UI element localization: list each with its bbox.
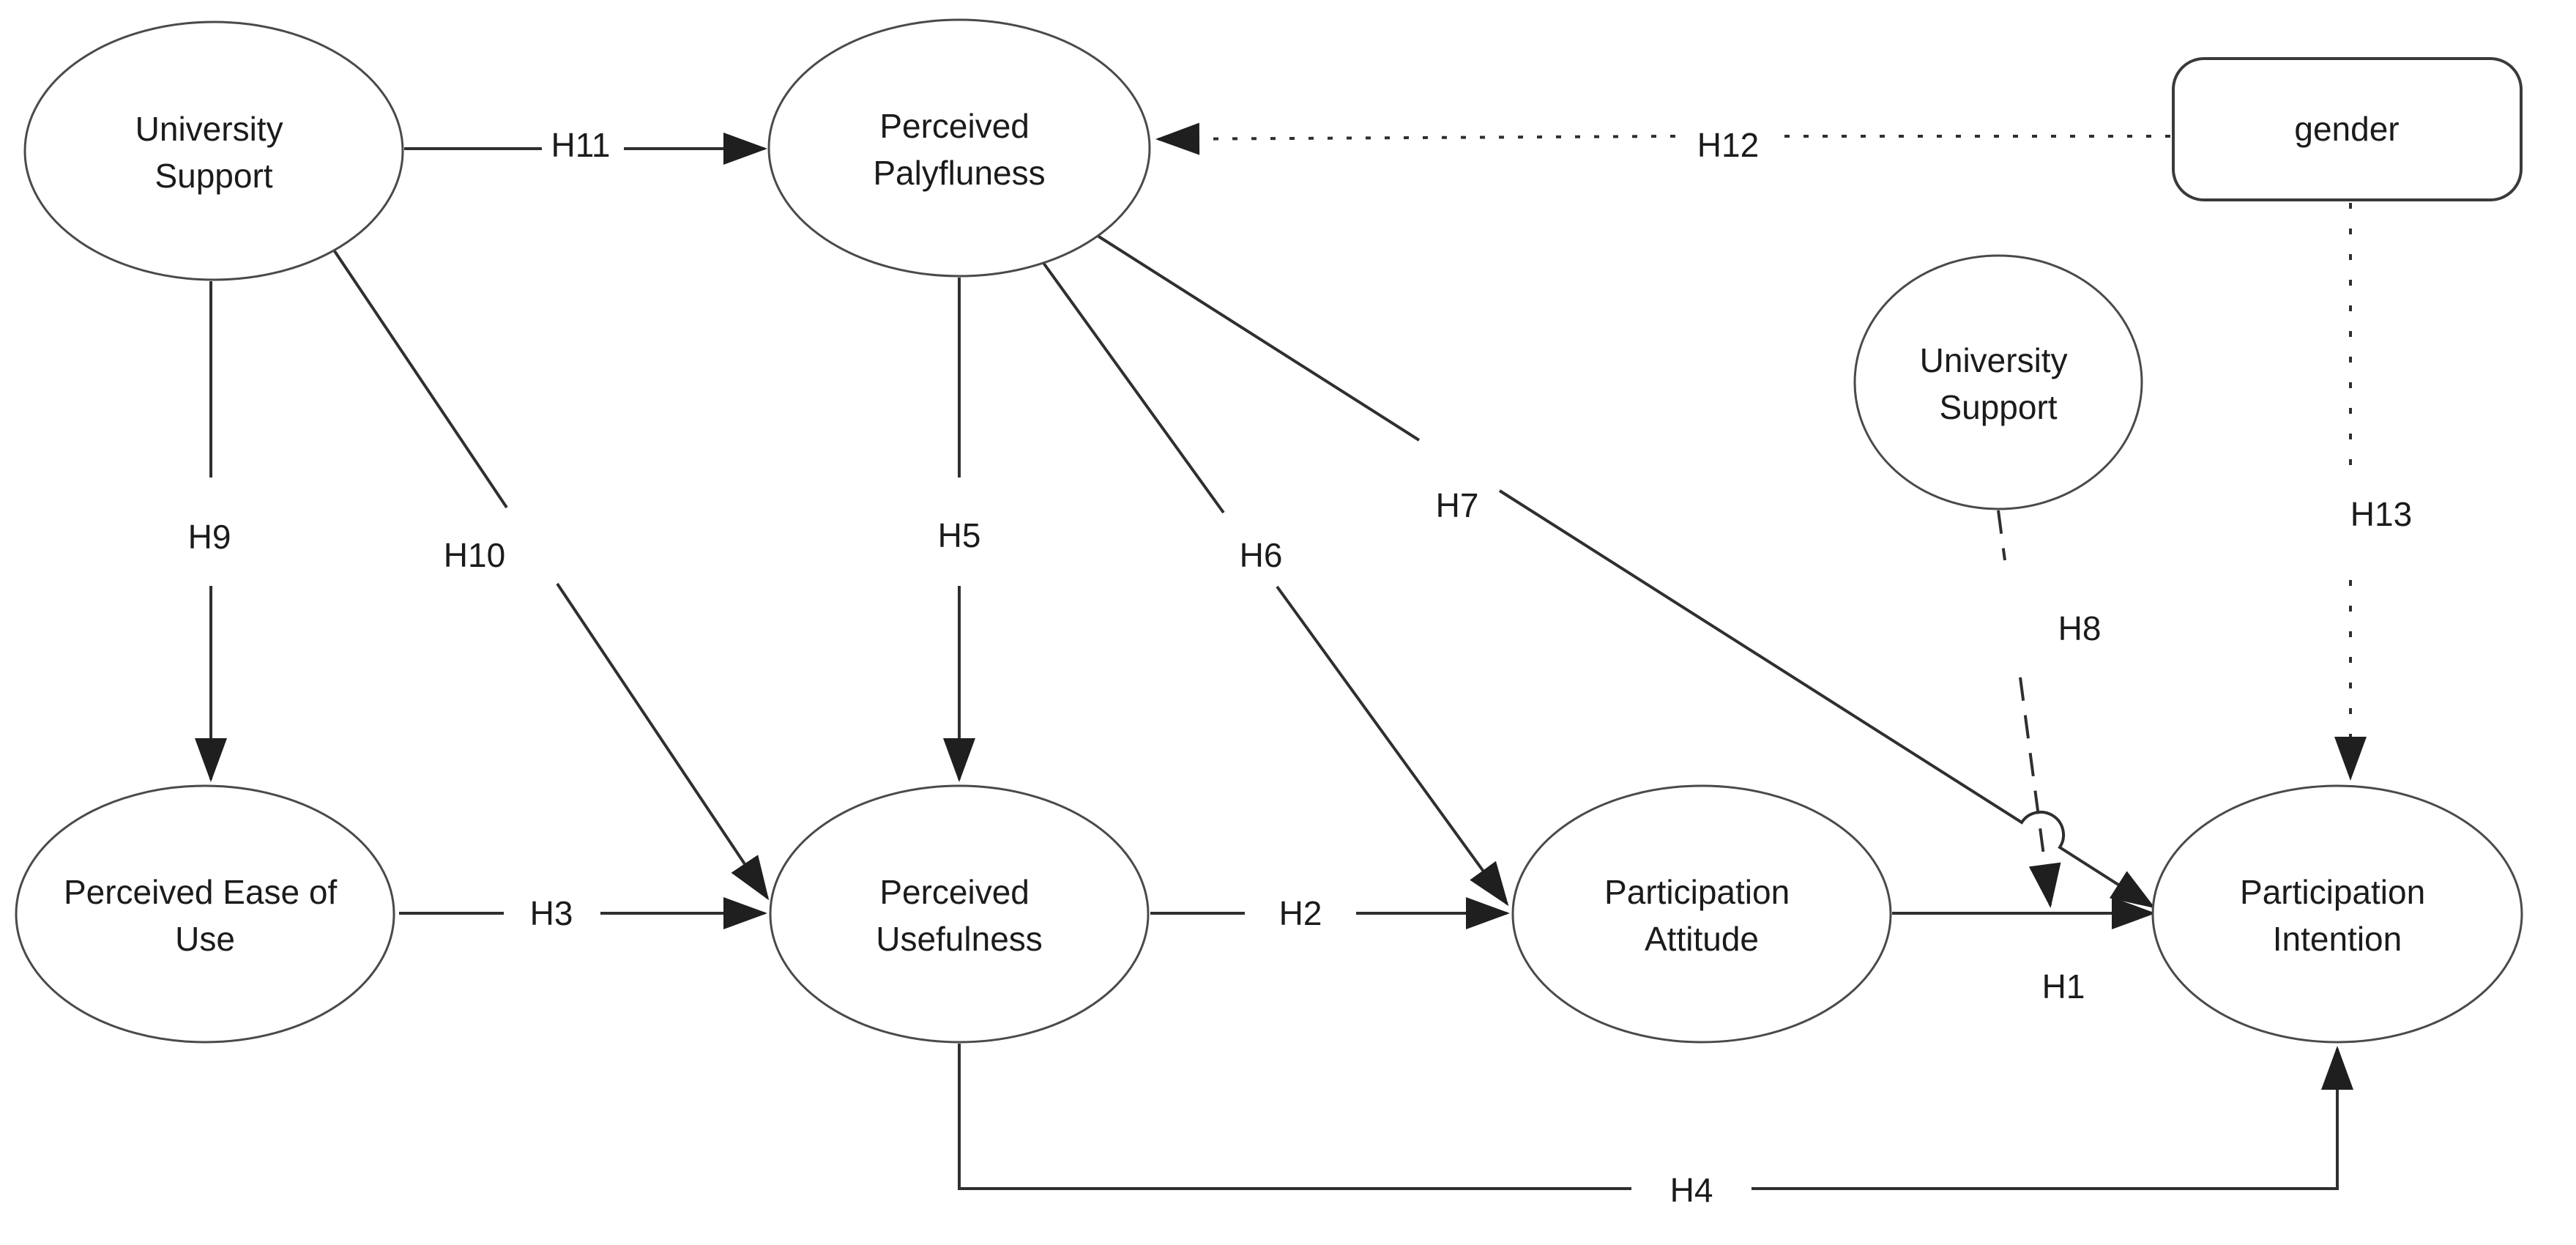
- edge-h7-label: H7: [1436, 486, 1479, 524]
- perceived-usefulness-label-line2: Usefulness: [876, 920, 1043, 958]
- perceived-ease-of-use-label-line1: Perceived Ease of: [64, 873, 338, 911]
- edge-h10-line: [556, 582, 770, 901]
- participation-attitude-ellipse: [1511, 784, 1892, 1044]
- svg-text:Perceived Usefulness: Perceived Usefulness: [876, 873, 1043, 958]
- edge-h10-line: [332, 248, 508, 509]
- edge-h1: H1: [1892, 897, 2156, 1006]
- edge-h4-line: [958, 1044, 1631, 1190]
- edge-h9-label: H9: [188, 518, 231, 556]
- edge-h2: H2: [1150, 894, 1510, 932]
- svg-text:gender: gender: [2294, 110, 2399, 148]
- node-university-support-left: University Support: [23, 21, 404, 281]
- node-perceived-ease-of-use: Perceived Ease of Use: [15, 784, 395, 1044]
- svg-text:Participation Attitude: Participation Attitude: [1604, 873, 1799, 958]
- edge-h5-label: H5: [938, 516, 981, 554]
- edge-h4-line: [1752, 1046, 2353, 1190]
- node-participation-attitude: Participation Attitude: [1511, 784, 1892, 1044]
- edge-h8-label: H8: [2058, 609, 2102, 647]
- edge-h9: H9: [188, 281, 231, 782]
- edge-h3: H3: [399, 894, 767, 932]
- participation-intention-ellipse: [2151, 784, 2523, 1044]
- university-support-right-ellipse: [1853, 254, 2143, 510]
- participation-attitude-label-line1: Participation: [1604, 873, 1790, 911]
- edge-h8-line: [2019, 677, 2061, 908]
- perceived-ease-of-use-ellipse: [15, 784, 395, 1044]
- edge-h1-label: H1: [2042, 967, 2085, 1006]
- edge-h12-label: H12: [1697, 126, 1759, 164]
- svg-text:Perceived Palyfluness: Perceived Palyfluness: [873, 107, 1045, 192]
- edge-h2-label: H2: [1279, 894, 1322, 932]
- svg-text:University Support: University Support: [135, 110, 293, 195]
- edge-h6: H6: [1042, 261, 1509, 907]
- participation-intention-label-line2: Intention: [2273, 920, 2402, 958]
- participation-attitude-label-line2: Attitude: [1645, 920, 1759, 958]
- edge-h10-label: H10: [444, 536, 505, 574]
- perceived-playfulness-label-line1: Perceived: [879, 107, 1030, 145]
- university-support-right-label-line2: Support: [1939, 388, 2057, 426]
- edge-h8: H8: [1997, 510, 2102, 908]
- edge-h4: H4: [958, 1044, 2353, 1209]
- edge-h12-line: [1155, 122, 1676, 155]
- gender-rect: [2172, 57, 2523, 201]
- perceived-usefulness-ellipse: [769, 784, 1150, 1044]
- edge-h13-label: H13: [2350, 495, 2412, 533]
- edge-h6-label: H6: [1240, 536, 1283, 574]
- perceived-usefulness-label-line1: Perceived: [879, 873, 1030, 911]
- edge-h6-line: [1276, 585, 1509, 907]
- perceived-playfulness-ellipse: [767, 18, 1151, 278]
- edge-h7: H7: [1096, 234, 2156, 909]
- edge-h7-line: [1096, 234, 1421, 442]
- node-participation-intention: Participation Intention: [2151, 784, 2523, 1044]
- participation-intention-label-line1: Participation: [2240, 873, 2425, 911]
- edge-h13: H13: [2334, 203, 2412, 781]
- svg-text:Participation Intention: Participation Intention: [2240, 873, 2435, 958]
- perceived-ease-of-use-label-line2: Use: [175, 920, 235, 958]
- university-support-left-label-line2: Support: [155, 157, 272, 195]
- edge-h4-label: H4: [1670, 1171, 1713, 1209]
- perceived-playfulness-label-line2: Palyfluness: [873, 154, 1045, 192]
- edge-h6-line: [1042, 261, 1225, 514]
- edge-h3-label: H3: [530, 894, 573, 932]
- node-university-support-right: University Support: [1853, 254, 2143, 510]
- svg-text:University Support: University Support: [1920, 341, 2077, 426]
- gender-label: gender: [2294, 110, 2399, 148]
- edge-h11: H11: [404, 126, 767, 165]
- edge-h8-line: [1997, 510, 2006, 561]
- university-support-left-ellipse: [23, 21, 404, 281]
- edge-h11-label: H11: [551, 126, 611, 164]
- edge-h5: H5: [938, 278, 981, 782]
- edge-h12: H12: [1155, 122, 2170, 164]
- edge-h10: H10: [332, 248, 770, 901]
- edge-h7-line: [1498, 489, 2156, 909]
- node-perceived-usefulness: Perceived Usefulness: [769, 784, 1150, 1044]
- node-perceived-playfulness: Perceived Palyfluness: [767, 18, 1151, 278]
- node-gender: gender: [2172, 57, 2523, 201]
- svg-text:Perceived Ease of Use: Perceived Ease of Use: [64, 873, 346, 958]
- university-support-left-label-line1: University: [135, 110, 283, 148]
- university-support-right-label-line1: University: [1920, 341, 2068, 379]
